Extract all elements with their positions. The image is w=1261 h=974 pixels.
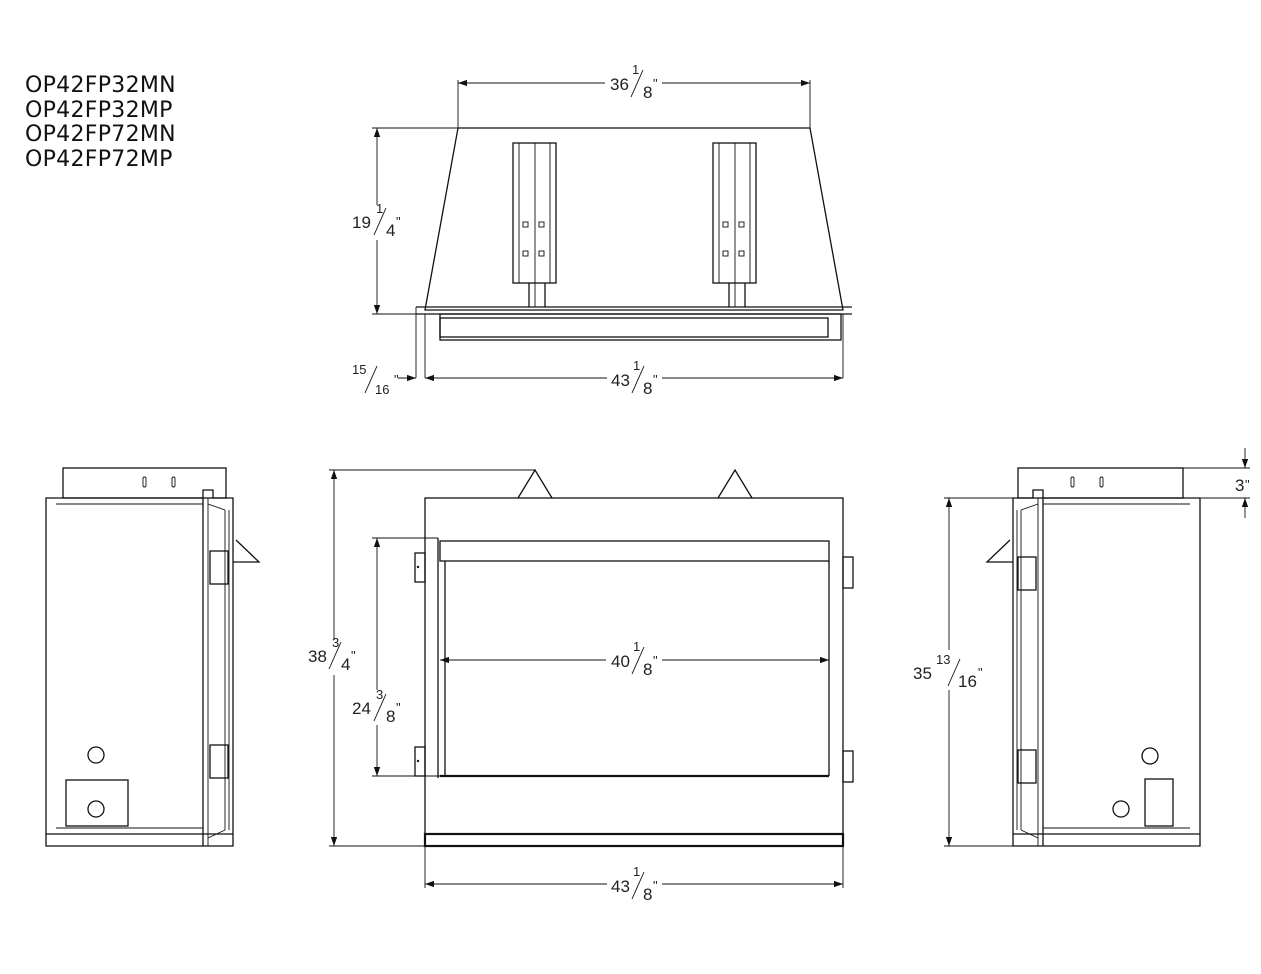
dimension-unit: "	[978, 665, 983, 680]
front-view: 38 3 4 " 24 3 8 " 40 1 8 "	[308, 468, 854, 904]
model-number: OP42FP32MP	[25, 97, 173, 123]
dimension-denominator: 4	[386, 221, 395, 240]
dimension-top-offset: 15 16 "	[352, 362, 416, 397]
dimension-unit: "	[1245, 477, 1250, 492]
model-number: OP42FP72MN	[25, 122, 176, 147]
dimension-whole: 38	[308, 647, 327, 666]
dimension-whole: 40	[611, 652, 630, 671]
dimension-whole: 43	[611, 371, 630, 390]
dimension-unit: "	[396, 700, 401, 715]
dimension-numerator: 15	[352, 362, 366, 377]
dimension-denominator: 8	[643, 660, 652, 679]
dimension-numerator: 1	[376, 201, 383, 216]
dimension-side-height: 35 13 16 "	[913, 497, 1013, 847]
dimension-unit: "	[653, 878, 658, 893]
dimension-unit: "	[394, 372, 399, 387]
dimension-unit: "	[653, 372, 658, 387]
dimension-whole: 24	[352, 699, 371, 718]
dimension-top-overall: 43 1 8 "	[425, 358, 843, 398]
mounting-bracket	[712, 142, 757, 307]
dimension-unit: "	[351, 648, 356, 663]
left-side-view	[45, 467, 261, 847]
dimension-side-top: 3 "	[1183, 448, 1250, 518]
dimension-whole: 19	[352, 213, 371, 232]
dimension-front-height: 38 3 4 "	[308, 469, 535, 847]
right-side-view: 35 13 16 " 3 "	[913, 448, 1250, 847]
dimension-front-overall: 43 1 8 "	[424, 846, 844, 904]
dimension-numerator: 3	[332, 635, 339, 650]
dimension-numerator: 1	[632, 62, 639, 77]
dimension-numerator: 1	[633, 864, 640, 879]
top-view: 36 1 8 " 19 1 4 " 15 16 "	[352, 62, 852, 398]
model-list: OP42FP32MN OP42FP32MP OP42FP72MN OP42FP7…	[25, 73, 176, 172]
dimension-numerator: 3	[376, 687, 383, 702]
dimension-top-depth: 19 1 4 "	[352, 127, 458, 315]
dimension-whole: 36	[610, 75, 629, 94]
dimension-top-width: 36 1 8 "	[457, 62, 811, 128]
dimension-unit: "	[653, 76, 658, 91]
dimension-whole: 35	[913, 664, 932, 683]
dimension-denominator: 8	[643, 379, 652, 398]
dimension-unit: "	[396, 214, 401, 229]
dimension-denominator: 16	[375, 382, 389, 397]
mounting-bracket	[512, 142, 557, 307]
dimension-denominator: 16	[958, 672, 977, 691]
dimension-numerator: 1	[633, 358, 640, 373]
model-number: OP42FP72MP	[25, 146, 173, 172]
dimension-numerator: 13	[936, 652, 950, 667]
dimension-denominator: 8	[386, 707, 395, 726]
dimension-front-opening-width: 40 1 8 "	[440, 639, 829, 679]
dimension-numerator: 1	[633, 639, 640, 654]
dimension-denominator: 8	[643, 885, 652, 904]
dimension-front-opening-height: 24 3 8 "	[352, 537, 440, 777]
dimension-denominator: 4	[341, 655, 350, 674]
dimension-denominator: 8	[643, 83, 652, 102]
dimension-whole: 43	[611, 877, 630, 896]
dimension-whole: 3	[1235, 476, 1244, 495]
model-number: OP42FP32MN	[25, 73, 176, 98]
dimension-unit: "	[653, 653, 658, 668]
